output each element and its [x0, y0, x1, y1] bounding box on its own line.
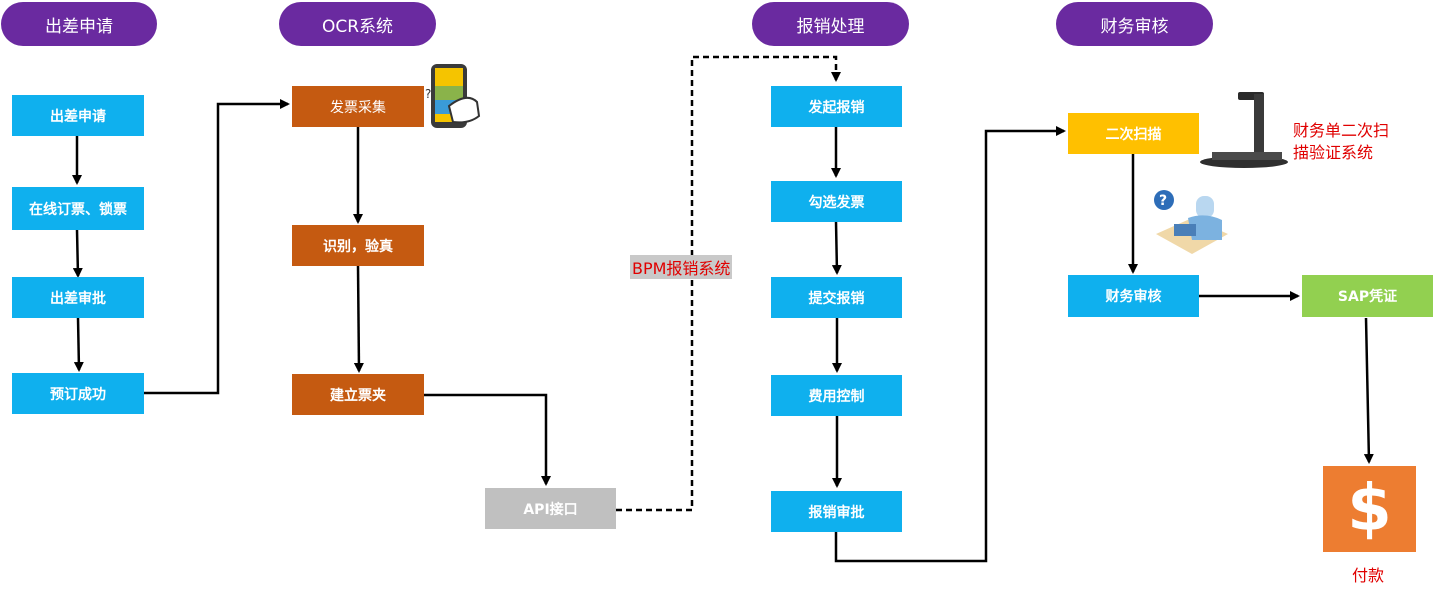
step-recognize-verify: 识别，验真: [292, 225, 424, 266]
step-create-folder: 建立票夹: [292, 374, 424, 415]
step-travel-approve: 出差审批: [12, 277, 144, 318]
dollar-icon: $: [1347, 472, 1392, 546]
scan-system-line2: 描验证系统: [1293, 143, 1374, 162]
arrow-verify-folder: [353, 265, 364, 373]
arrow-select-submit: [831, 221, 842, 275]
payment-box: $: [1323, 466, 1416, 552]
document-scanner-icon: [1200, 92, 1288, 168]
api-interface: API接口: [485, 488, 616, 529]
step-online-booking: 在线订票、锁票: [12, 187, 144, 230]
step-invoice-collect: 发票采集: [292, 86, 424, 127]
arrow-approve-scan: [834, 126, 1066, 563]
step-second-scan: 二次扫描: [1068, 113, 1199, 154]
step-booking-success: 预订成功: [12, 373, 144, 414]
arrow-folder-api: [424, 393, 551, 486]
header-audit: 财务审核: [1056, 2, 1213, 46]
bpm-system-label: BPM报销系统: [630, 255, 733, 279]
step-expense-control: 费用控制: [771, 375, 902, 416]
svg-text:?: ?: [425, 87, 431, 101]
arrow-api-start: [616, 55, 841, 512]
svg-text:?: ?: [1159, 193, 1167, 209]
arrow-sap-pay: [1363, 317, 1374, 464]
payment-label: 付款: [1352, 566, 1385, 585]
arrow-success-collect: [144, 99, 290, 395]
scan-system-line1: 财务单二次扫: [1293, 121, 1390, 140]
header-travel: 出差申请: [1, 2, 157, 46]
step-sap-voucher: SAP凭证: [1302, 275, 1433, 317]
step-start-reimburse: 发起报销: [771, 86, 902, 127]
step-reimburse-approve: 报销审批: [771, 491, 902, 532]
step-select-invoice: 勾选发票: [771, 181, 902, 222]
auditor-question-icon: ?: [1154, 190, 1228, 254]
step-travel-apply: 出差申请: [12, 95, 144, 136]
scan-system-label: 财务单二次扫 描验证系统: [1293, 120, 1389, 164]
step-submit-reimburse: 提交报销: [771, 277, 902, 318]
phone-scan-icon: ?: [425, 64, 481, 128]
arrow-book-approve: [72, 229, 83, 278]
step-finance-audit: 财务审核: [1068, 275, 1199, 317]
header-ocr: OCR系统: [279, 2, 436, 46]
header-reimburse: 报销处理: [752, 2, 909, 46]
arrow-approve-success: [73, 317, 84, 372]
